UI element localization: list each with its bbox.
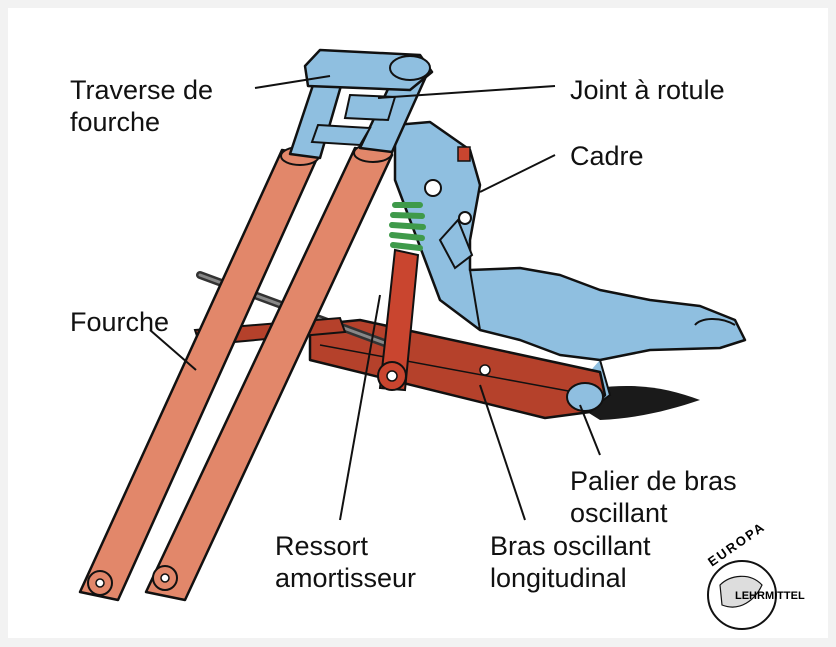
label-swingarm-bearing: Palier de bras oscillant [570, 466, 737, 528]
fork-crown-assembly [288, 48, 434, 160]
label-fork: Fourche [70, 307, 170, 337]
label-shock-spring: Ressort amortisseur [275, 531, 417, 593]
leader-lines [149, 75, 601, 521]
frame-shape [393, 120, 747, 412]
label-swingarm: Bras oscillant longitudinal [490, 531, 651, 593]
europa-lehrmittel-logo [707, 560, 777, 630]
label-fork-crown: Traverse de fourche [70, 75, 214, 137]
label-ball-joint: Joint à rotule [570, 75, 725, 105]
shock-absorber [377, 202, 426, 392]
label-frame: Cadre [570, 141, 644, 171]
logo-bottom-text: LEHRMITTEL [735, 590, 805, 602]
